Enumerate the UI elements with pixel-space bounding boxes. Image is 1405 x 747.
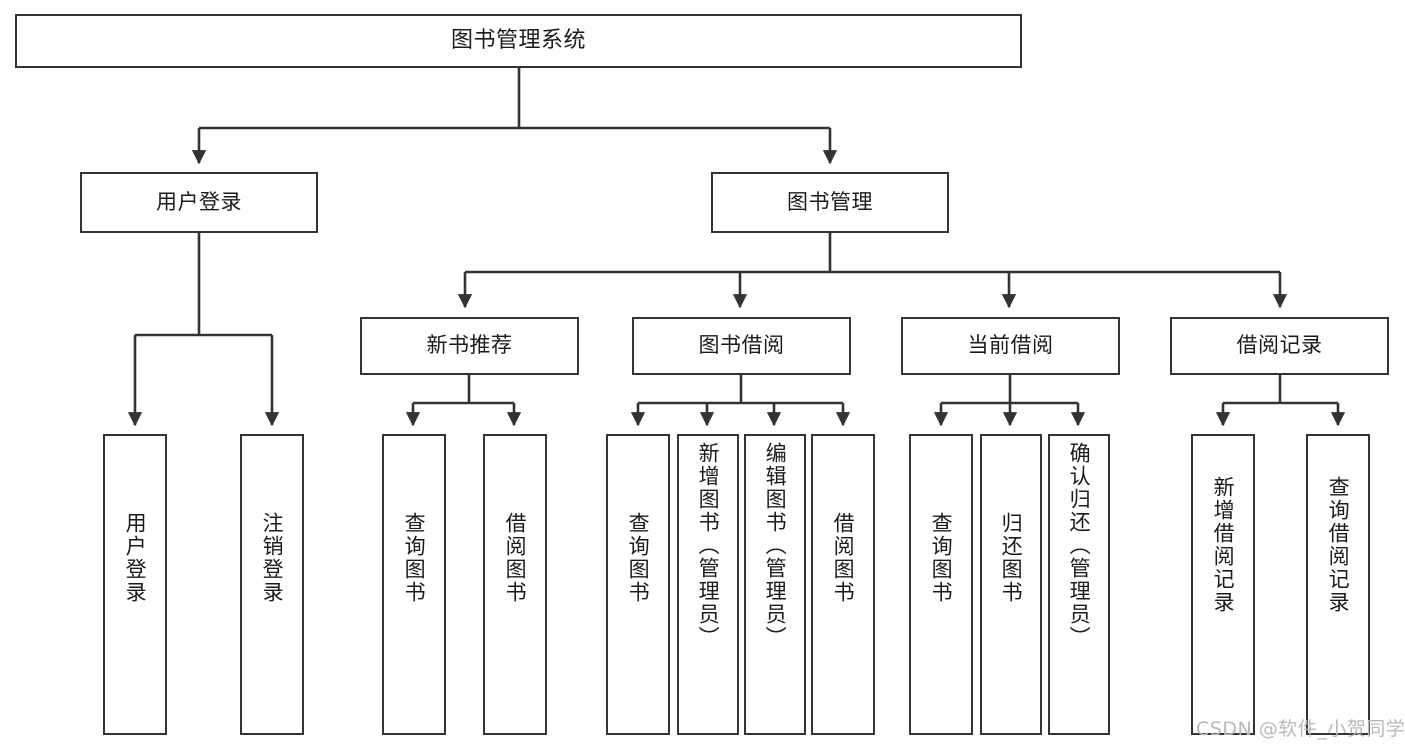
node-borrow-record[interactable]: 借阅记录 bbox=[1170, 317, 1389, 375]
leaf-logout-label: 注销登录 bbox=[260, 512, 285, 604]
node-user-login[interactable]: 用户登录 bbox=[80, 172, 318, 233]
node-current-borrow[interactable]: 当前借阅 bbox=[901, 317, 1120, 375]
leaf-user-login[interactable]: 用户登录 bbox=[103, 434, 167, 735]
leaf-recommend-borrow-book[interactable]: 借阅图书 bbox=[483, 434, 547, 735]
leaf-logout[interactable]: 注销登录 bbox=[240, 434, 304, 735]
leaf-current-confirm-return[interactable]: 确认归还（管理员） bbox=[1048, 434, 1110, 735]
leaf-borrow-add-book-label: 新增图书（管理员） bbox=[696, 442, 721, 649]
leaf-recommend-borrow-book-label: 借阅图书 bbox=[503, 512, 528, 604]
leaf-borrow-borrow-book-label: 借阅图书 bbox=[831, 512, 856, 604]
leaf-recommend-query-book-label: 查询图书 bbox=[402, 512, 427, 604]
node-book-manage[interactable]: 图书管理 bbox=[711, 172, 949, 233]
leaf-record-add-label: 新增借阅记录 bbox=[1211, 476, 1236, 614]
leaf-current-return-book[interactable]: 归还图书 bbox=[980, 434, 1042, 735]
leaf-current-return-book-label: 归还图书 bbox=[999, 512, 1024, 604]
leaf-borrow-query-book[interactable]: 查询图书 bbox=[606, 434, 670, 735]
node-new-book-recommend-label: 新书推荐 bbox=[426, 333, 513, 358]
leaf-recommend-query-book[interactable]: 查询图书 bbox=[382, 434, 446, 735]
node-book-manage-label: 图书管理 bbox=[787, 189, 873, 214]
node-borrow-record-label: 借阅记录 bbox=[1236, 333, 1323, 358]
leaf-borrow-add-book[interactable]: 新增图书（管理员） bbox=[677, 434, 739, 735]
leaf-record-query-label: 查询借阅记录 bbox=[1326, 476, 1351, 614]
leaf-record-query[interactable]: 查询借阅记录 bbox=[1306, 434, 1370, 735]
leaf-user-login-label: 用户登录 bbox=[123, 512, 148, 604]
leaf-borrow-edit-book-label: 编辑图书（管理员） bbox=[763, 442, 788, 649]
node-book-borrow[interactable]: 图书借阅 bbox=[632, 317, 851, 375]
leaf-current-confirm-return-label: 确认归还（管理员） bbox=[1067, 442, 1092, 649]
csdn-watermark: CSDN @软件_小贺同学 bbox=[1196, 718, 1405, 740]
leaf-record-add[interactable]: 新增借阅记录 bbox=[1191, 434, 1255, 735]
node-root-label: 图书管理系统 bbox=[450, 27, 586, 53]
node-current-borrow-label: 当前借阅 bbox=[967, 333, 1054, 358]
leaf-current-query-book[interactable]: 查询图书 bbox=[909, 434, 973, 735]
leaf-borrow-edit-book[interactable]: 编辑图书（管理员） bbox=[744, 434, 806, 735]
leaf-borrow-query-book-label: 查询图书 bbox=[626, 512, 651, 604]
node-new-book-recommend[interactable]: 新书推荐 bbox=[360, 317, 579, 375]
node-user-login-label: 用户登录 bbox=[156, 189, 242, 214]
leaf-current-query-book-label: 查询图书 bbox=[929, 512, 954, 604]
node-book-borrow-label: 图书借阅 bbox=[698, 333, 785, 358]
leaf-borrow-borrow-book[interactable]: 借阅图书 bbox=[811, 434, 875, 735]
node-root[interactable]: 图书管理系统 bbox=[15, 14, 1022, 68]
